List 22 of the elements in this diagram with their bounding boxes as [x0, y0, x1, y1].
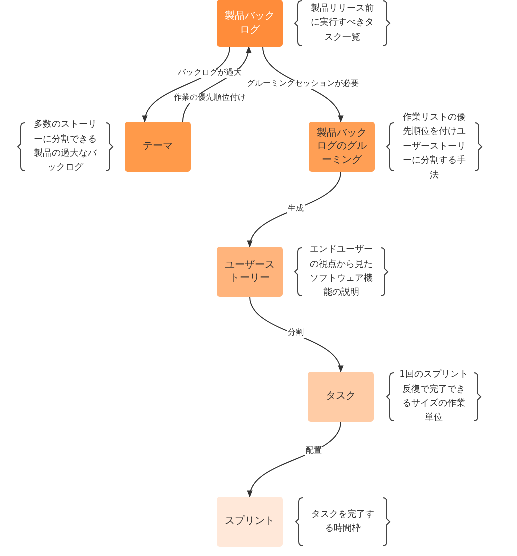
edge-label: グルーミングセッションが必要: [246, 80, 360, 89]
description-text: 作業リストの優先順位を付けユーザーストーリーに分割する手法: [402, 112, 467, 183]
arrow: [143, 46, 230, 123]
edge-label: バックログが過大: [177, 69, 243, 78]
edge-label: 分割: [287, 329, 305, 338]
description-text: エンドユーザーの視点から見たソフトウェア機能の説明: [309, 244, 374, 300]
arrow: [248, 172, 342, 248]
edge-label: 作業の優先順位付け: [173, 94, 247, 103]
process-box: スプリント: [217, 497, 283, 547]
description-text: タスクを完了する時間枠: [310, 508, 376, 536]
process-box: タスク: [308, 372, 374, 422]
description-text: 1回のスプリント反復で完了できるサイズの作業単位: [399, 368, 469, 426]
edge-label: 配置: [305, 447, 323, 456]
process-box: 製品バックログ: [217, 0, 283, 47]
description-text: 製品リリース前に実行すべきタスク一覧: [310, 2, 375, 45]
edge-label: 生成: [287, 205, 305, 214]
process-box: 製品バックログのグルーミング: [309, 122, 375, 172]
arrow: [250, 296, 342, 373]
arrow: [248, 422, 342, 498]
description-text: 多数のストーリーに分割できる製品の過大なバックログ: [33, 118, 98, 176]
process-box: ユーザーストーリー: [217, 247, 283, 297]
process-box: テーマ: [125, 122, 191, 172]
